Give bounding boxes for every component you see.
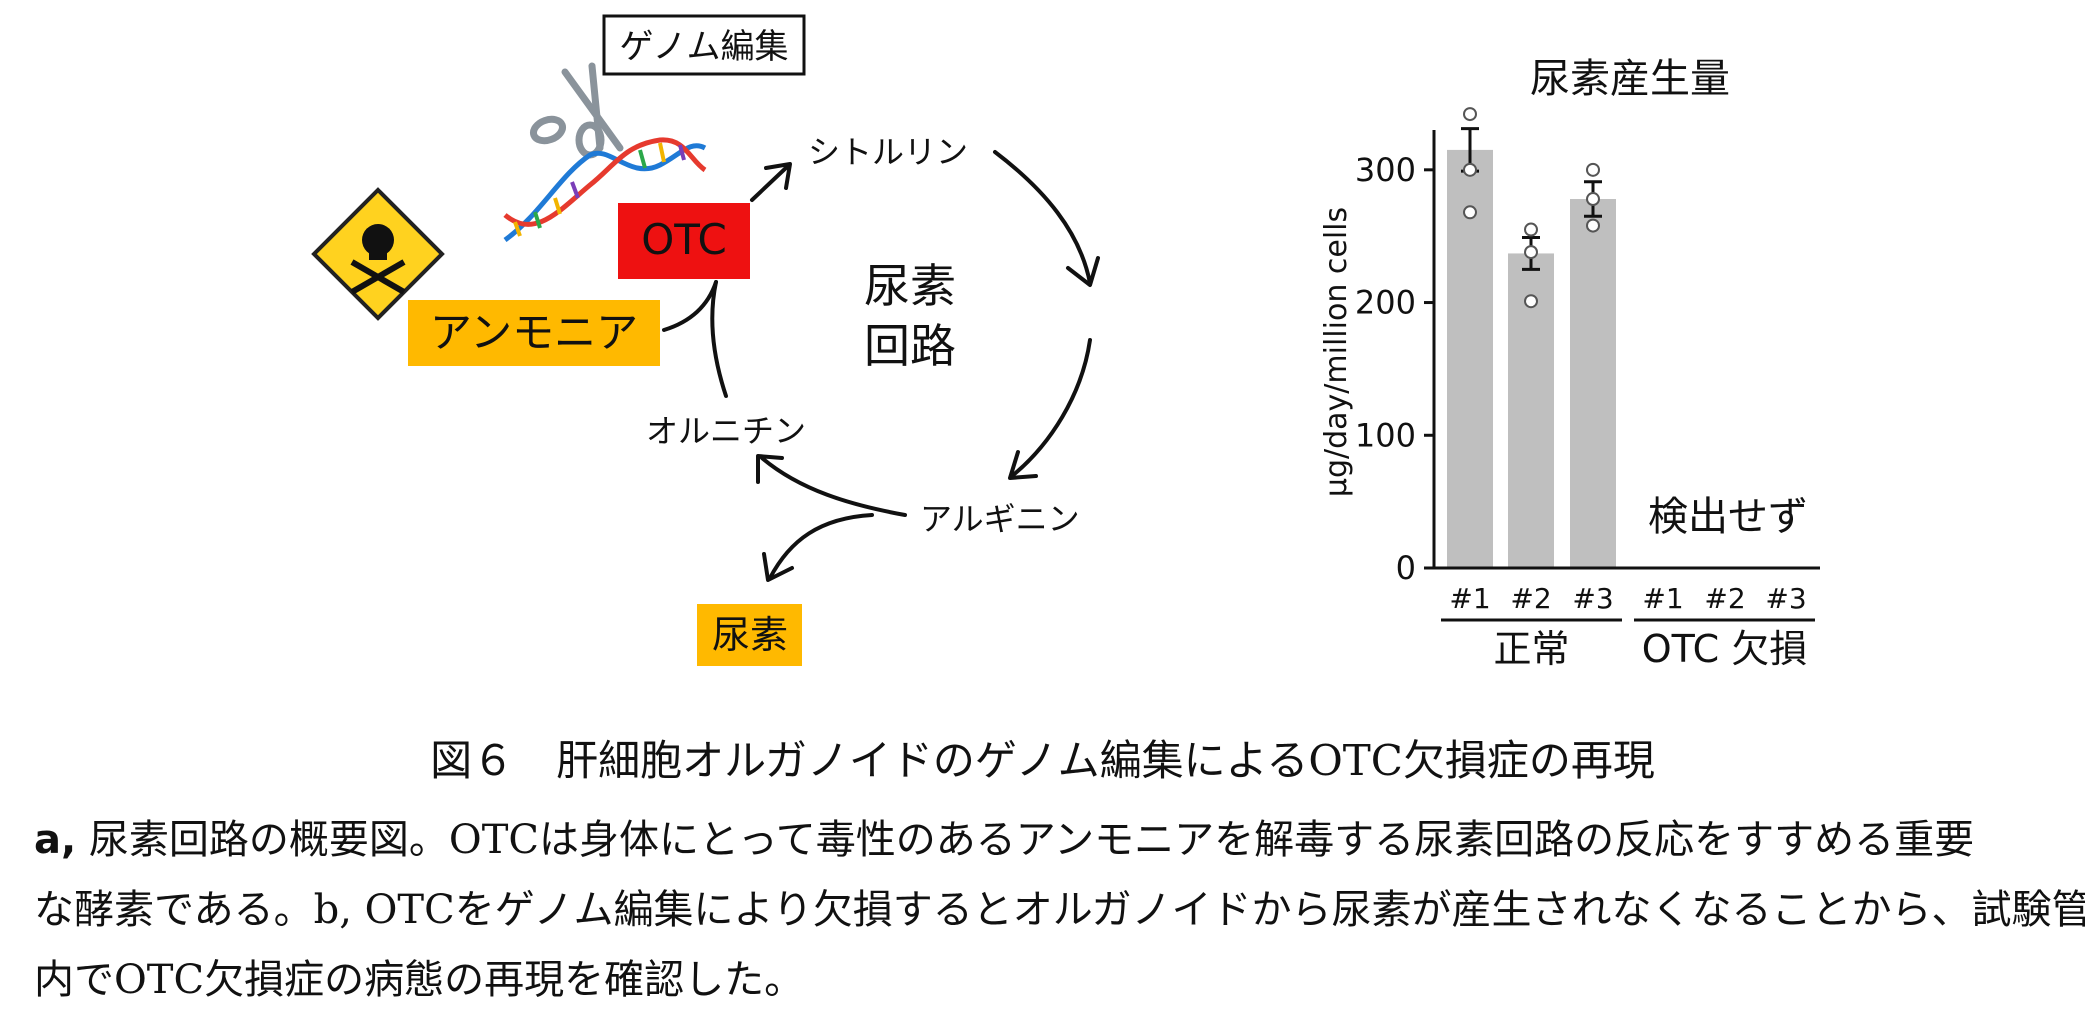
y-tick-label: 0 xyxy=(1396,549,1416,587)
arrowhead-right-top xyxy=(1066,256,1100,287)
genome-edit-label: ゲノム編集 xyxy=(620,27,789,67)
arrow-arginine-to-ornithine xyxy=(760,456,907,517)
bar xyxy=(1447,149,1493,568)
y-tick-label: 300 xyxy=(1355,151,1416,189)
poison-skull-icon xyxy=(311,187,445,321)
data-point xyxy=(1586,192,1600,207)
arrowhead-arginine xyxy=(1008,450,1038,480)
ornithine-label: オルニチン xyxy=(646,412,806,450)
arrow-citrulline-to-arginine-top xyxy=(993,150,1092,285)
otc-label: OTC xyxy=(641,215,727,264)
arrow-arginine-to-urea xyxy=(768,513,874,580)
citrulline-label: シトルリン xyxy=(808,133,968,171)
x-tick-label: #3 xyxy=(1572,582,1613,615)
x-tick-label: #2 xyxy=(1510,582,1551,615)
x-tick-label: #2 xyxy=(1704,582,1745,615)
data-point xyxy=(1463,162,1477,177)
dna-icon xyxy=(503,137,707,243)
data-point xyxy=(1463,107,1477,122)
cycle-label-line1: 尿素 xyxy=(864,259,956,313)
chart-title: 尿素産生量 xyxy=(1530,56,1730,102)
genome-edit-box: ゲノム編集 xyxy=(602,14,806,76)
arrowhead-citrulline xyxy=(764,162,792,190)
arginine-label: アルギニン xyxy=(920,500,1080,538)
x-tick-label: #1 xyxy=(1642,582,1683,615)
data-point xyxy=(1586,162,1600,177)
urea-label: 尿素 xyxy=(712,613,788,657)
arrow-ammonia-join xyxy=(662,280,718,332)
caption-line-1: a, 尿素回路の概要図。OTCは身体にとって毒性のあるアンモニアを解毒する尿素回… xyxy=(34,807,2054,865)
cycle-label-line2: 回路 xyxy=(864,319,956,373)
caption-line-2: な酵素である。b, OTCをゲノム編集により欠損するとオルガノイドから尿素が産生… xyxy=(34,887,2085,933)
data-point xyxy=(1463,205,1477,220)
data-points xyxy=(1463,107,1600,309)
caption-part-a: a, xyxy=(34,817,77,863)
arrowhead-ornithine xyxy=(756,454,784,484)
ammonia-label: アンモニア xyxy=(430,308,638,357)
x-ticks: #1 #2 #3 #1 #2 #3 xyxy=(1449,582,1806,615)
y-tick-label: 200 xyxy=(1355,284,1416,322)
arrow-otc-to-citrulline xyxy=(750,164,790,202)
bars xyxy=(1447,149,1616,568)
data-point xyxy=(1524,222,1538,237)
y-ticks: 0 100 200 300 xyxy=(1355,151,1434,587)
arrowhead-urea xyxy=(762,552,794,582)
urea-box: 尿素 xyxy=(697,604,802,666)
data-point xyxy=(1586,218,1600,233)
bar xyxy=(1570,199,1616,568)
caption-line-3: 内でOTC欠損症の病態の再現を確認した。 xyxy=(34,957,805,1003)
scissors-icon xyxy=(529,62,624,159)
x-tick-label: #1 xyxy=(1449,582,1490,615)
otc-box: OTC xyxy=(618,203,750,279)
group-label: 正常 xyxy=(1493,627,1569,671)
group-label: OTC 欠損 xyxy=(1642,627,1808,671)
y-axis-label: μg/day/million cells xyxy=(1319,207,1354,497)
group-labels: 正常 OTC 欠損 xyxy=(1441,618,1815,671)
data-point xyxy=(1524,245,1538,260)
arrow-right-to-arginine xyxy=(1010,338,1092,478)
urea-cycle-diagram: ゲノム編集 OTC アンモニア xyxy=(311,14,1100,666)
figure-title: 図６ 肝細胞オルガノイドのゲノム編集によるOTC欠損症の再現 xyxy=(430,736,1655,785)
urea-production-chart: 尿素産生量 μg/day/million cells 0 100 200 300 #1… xyxy=(1319,56,1820,671)
not-detected-annotation: 検出せず xyxy=(1648,494,1808,540)
arrow-ornithine-to-otc xyxy=(710,280,728,398)
data-point xyxy=(1524,294,1538,309)
ammonia-box: アンモニア xyxy=(408,300,660,366)
y-tick-label: 100 xyxy=(1355,416,1416,454)
x-tick-label: #3 xyxy=(1765,582,1806,615)
caption-line-1-text: 尿素回路の概要図。OTCは身体にとって毒性のあるアンモニアを解毒する尿素回路の反… xyxy=(76,817,1975,863)
